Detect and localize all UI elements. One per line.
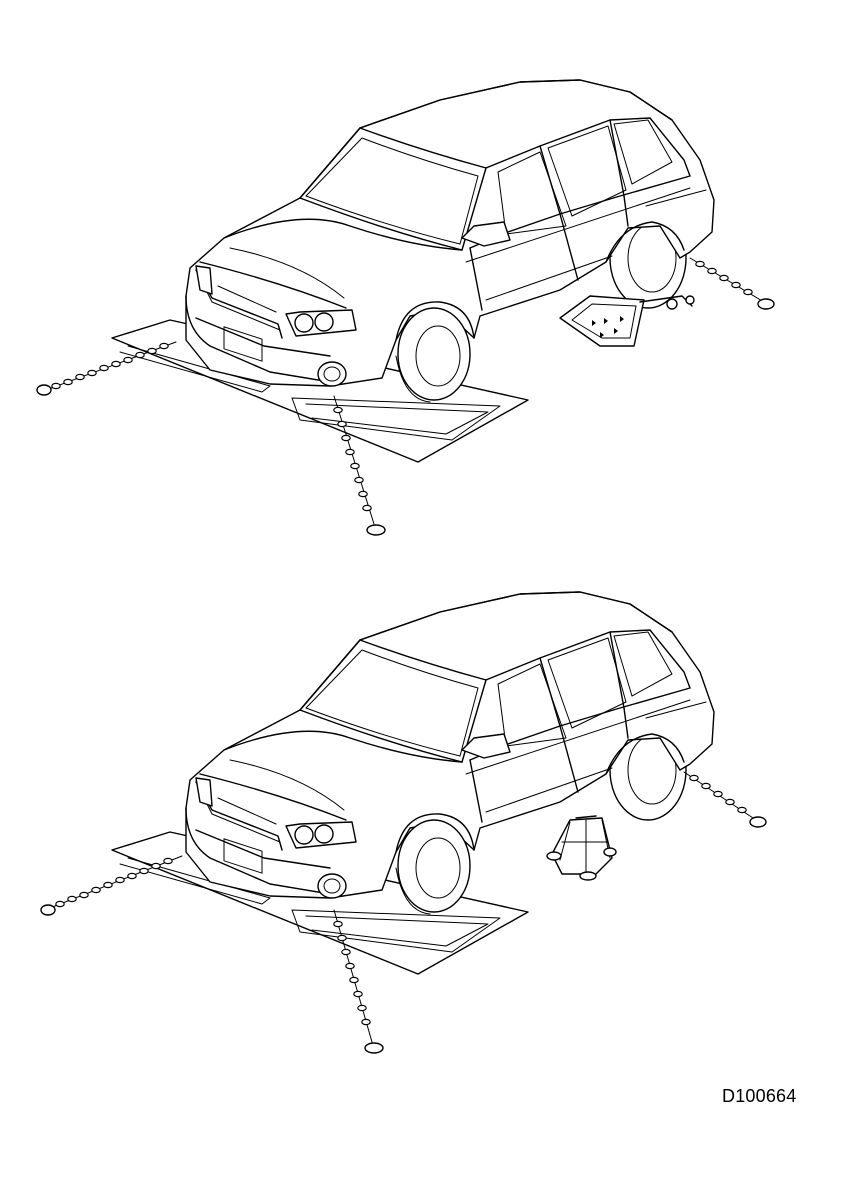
tie-down-chain-right-front xyxy=(333,395,386,536)
rear-jack-stand xyxy=(546,815,617,881)
illustration-bottom-jack-stand xyxy=(40,591,767,1054)
tie-down-chain-rear xyxy=(689,257,775,310)
figure-code: D100664 xyxy=(722,1086,797,1106)
illustration-top-wheel-dolly xyxy=(36,79,775,536)
rear-wheel-dolly xyxy=(559,295,695,347)
tie-down-chain-left-front xyxy=(36,341,177,396)
tie-down-chain-rear-2 xyxy=(683,771,767,828)
tie-down-chain-left-front-2 xyxy=(40,855,183,916)
tie-down-chain-right-front-2 xyxy=(333,909,384,1054)
